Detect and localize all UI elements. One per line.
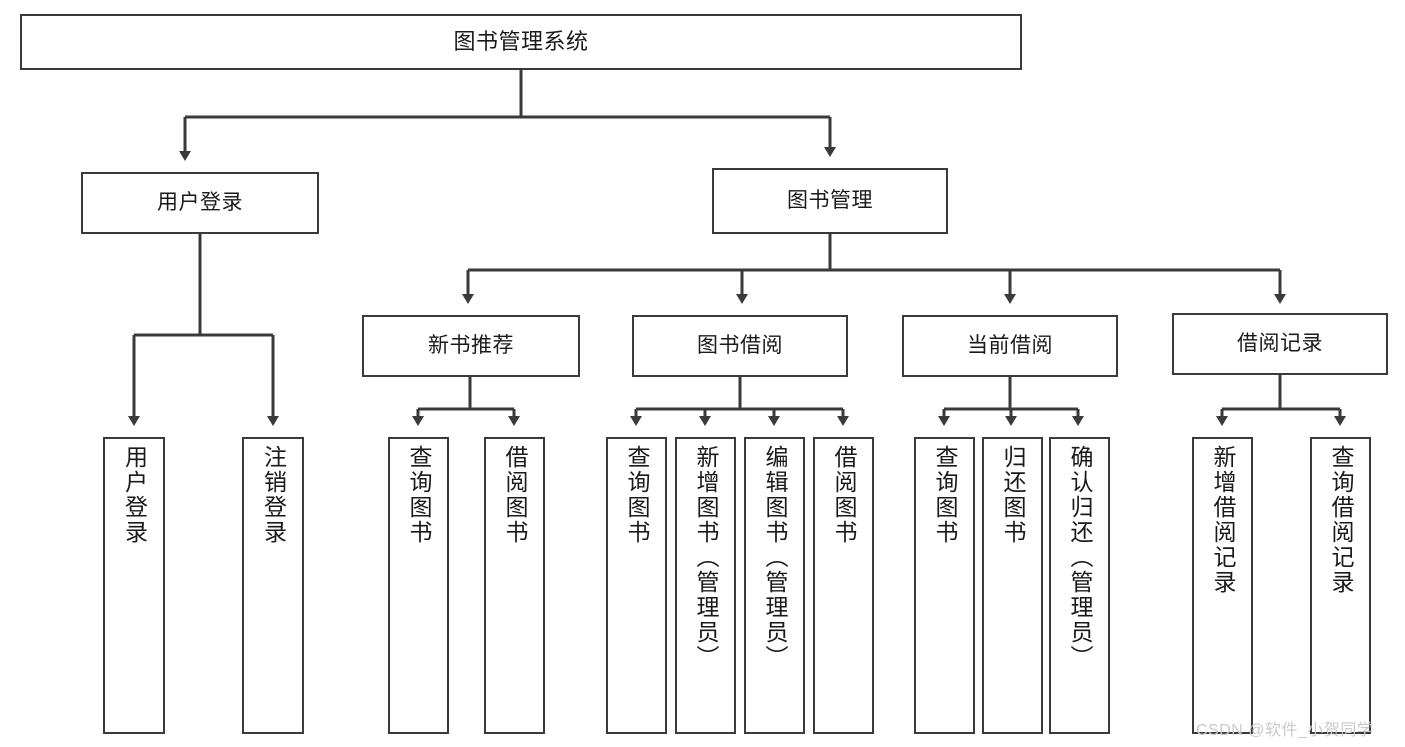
node-current-borrow[interactable]: 当前借阅 (902, 315, 1118, 377)
leaf-logout-label: 注销登录 (260, 445, 287, 545)
leaf-borrow-query-book-label: 查询图书 (624, 445, 650, 545)
leaf-user-login[interactable]: 用户登录 (103, 437, 165, 734)
leaf-confirm-return-admin-label: 确认归还（管理员） (1067, 445, 1093, 670)
leaf-logout[interactable]: 注销登录 (242, 437, 304, 734)
leaf-new-book-borrow[interactable]: 借阅图书 (484, 437, 545, 734)
node-book-borrow[interactable]: 图书借阅 (632, 315, 848, 377)
node-book-borrow-label: 图书借阅 (697, 333, 783, 357)
node-user-login[interactable]: 用户登录 (81, 172, 319, 234)
node-new-book-recommend-label: 新书推荐 (428, 333, 514, 357)
leaf-add-book-admin-label: 新增图书（管理员） (693, 445, 719, 670)
leaf-current-query-book[interactable]: 查询图书 (914, 437, 975, 734)
leaf-new-book-borrow-label: 借阅图书 (502, 445, 528, 545)
leaf-return-book-label: 归还图书 (1000, 445, 1026, 545)
leaf-query-borrow-record[interactable]: 查询借阅记录 (1310, 437, 1371, 734)
leaf-return-book[interactable]: 归还图书 (982, 437, 1043, 734)
leaf-current-query-book-label: 查询图书 (932, 445, 958, 545)
leaf-borrow-query-book[interactable]: 查询图书 (606, 437, 667, 734)
node-current-borrow-label: 当前借阅 (967, 333, 1053, 357)
leaf-edit-book-admin[interactable]: 编辑图书（管理员） (744, 437, 805, 734)
leaf-borrow-book[interactable]: 借阅图书 (813, 437, 874, 734)
leaf-add-borrow-record-label: 新增借阅记录 (1210, 445, 1236, 595)
leaf-confirm-return-admin[interactable]: 确认归还（管理员） (1049, 437, 1110, 734)
node-book-manage-label: 图书管理 (787, 188, 873, 212)
leaf-add-book-admin[interactable]: 新增图书（管理员） (675, 437, 736, 734)
node-root-label: 图书管理系统 (453, 29, 589, 55)
leaf-borrow-book-label: 借阅图书 (831, 445, 857, 545)
leaf-query-borrow-record-label: 查询借阅记录 (1328, 445, 1354, 595)
watermark: CSDN @软件_小贺同学 (1196, 722, 1374, 739)
node-root[interactable]: 图书管理系统 (20, 14, 1022, 70)
node-borrow-record[interactable]: 借阅记录 (1172, 313, 1388, 375)
node-new-book-recommend[interactable]: 新书推荐 (362, 315, 580, 377)
leaf-edit-book-admin-label: 编辑图书（管理员） (762, 445, 788, 670)
node-book-manage[interactable]: 图书管理 (712, 168, 948, 234)
leaf-new-book-query-label: 查询图书 (406, 445, 432, 545)
leaf-user-login-label: 用户登录 (121, 445, 148, 545)
node-user-login-label: 用户登录 (157, 190, 243, 214)
node-borrow-record-label: 借阅记录 (1237, 331, 1323, 355)
leaf-new-book-query[interactable]: 查询图书 (388, 437, 449, 734)
leaf-add-borrow-record[interactable]: 新增借阅记录 (1192, 437, 1253, 734)
